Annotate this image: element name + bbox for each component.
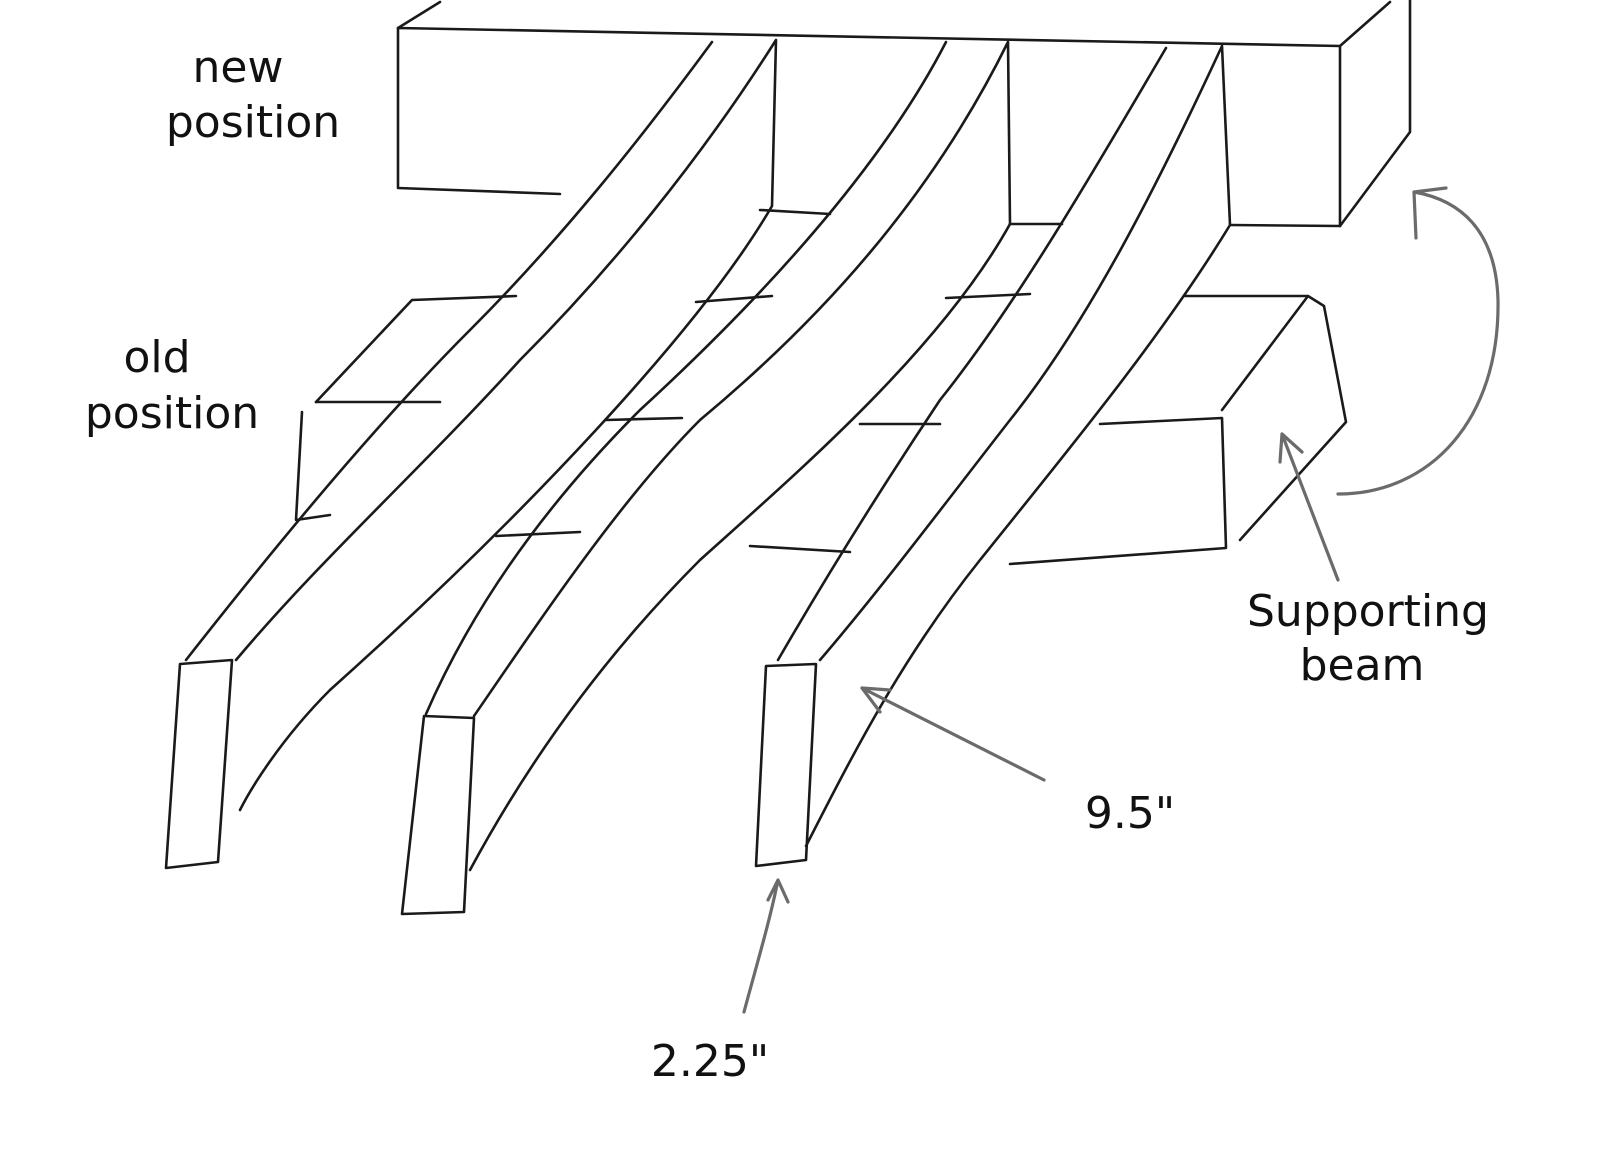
beam-new-position: [396, 0, 1412, 228]
label-old-position-line1: old: [123, 332, 190, 383]
supporting-beam-arrow: [1278, 432, 1340, 582]
joist-2-edges: [424, 40, 1012, 872]
beam-old-top-face: [314, 292, 1348, 542]
label-width-dimension: 2.25": [651, 1036, 769, 1087]
curved-move-arrow: [1336, 186, 1500, 496]
joist-1-edges: [184, 38, 778, 812]
joist-2: [400, 40, 1012, 916]
label-old-position-line2: position: [85, 388, 259, 439]
label-new-position: new position: [166, 42, 340, 148]
joist-3: [754, 44, 1232, 868]
label-depth-dimension: 9.5": [1085, 788, 1175, 839]
beam-new-top-edge: [396, 0, 1412, 228]
label-new-position-line2: position: [166, 97, 340, 148]
label-supporting-beam-line1: Supporting: [1247, 586, 1489, 637]
depth-arrow: [860, 686, 1046, 782]
beam-new-front-face: [396, 26, 1342, 228]
annotation-arrows: [742, 186, 1500, 1014]
width-arrow: [742, 878, 790, 1014]
beam-old-front-face: [294, 400, 1228, 566]
beam-old-position: [294, 292, 1348, 566]
joist-2-end-face: [400, 714, 476, 916]
label-new-position-line1: new: [193, 42, 284, 93]
label-old-position: old position: [85, 332, 259, 439]
joist-3-edges: [776, 44, 1232, 848]
joist-3-end-face: [754, 662, 818, 868]
label-supporting-beam: Supporting beam: [1247, 586, 1489, 691]
joist-1: [164, 38, 778, 870]
joist-1-end-face: [164, 658, 234, 870]
label-supporting-beam-line2: beam: [1300, 640, 1425, 691]
